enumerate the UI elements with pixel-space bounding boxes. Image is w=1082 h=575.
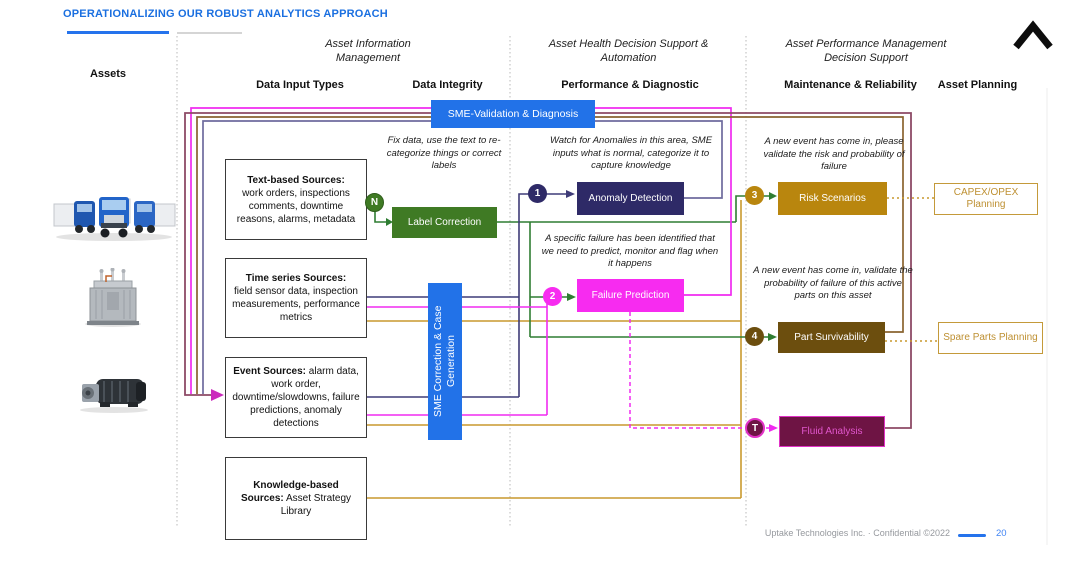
anomaly-detection-box: Anomaly Detection: [577, 182, 684, 215]
header-asset-planning: Asset Planning: [937, 79, 1018, 91]
risk-scenarios-box: Risk Scenarios: [778, 182, 887, 215]
title-underline-accent: [67, 31, 169, 34]
header-data-input-types: Data Input Types: [256, 79, 344, 91]
marker-2-circle: 2: [543, 287, 562, 306]
event-sources-box: Event Sources: alarm data, work order, d…: [225, 357, 367, 438]
note-fix-data: Fix data, use the text to re-categorize …: [386, 135, 502, 172]
header-data-integrity: Data Integrity: [412, 79, 483, 91]
page-number: 20: [996, 528, 1007, 539]
header-asset-performance-management: Asset Performance Management Decision Su…: [785, 38, 947, 64]
source-title: Time series Sources:: [245, 273, 347, 284]
marker-4-circle: 4: [745, 327, 764, 346]
part-survivability-box: Part Survivability: [778, 322, 885, 353]
marker-1-circle: 1: [528, 184, 547, 203]
navy-line-to-anomaly: [518, 193, 567, 397]
industrial-motor-image: [76, 372, 152, 419]
fleet-trucks-image: [52, 190, 177, 247]
sme-correction-case-generation-box: SME Correction & Case Generation: [428, 283, 462, 440]
loop-line-brown: [196, 116, 904, 394]
footer-confidential-text: Uptake Technologies Inc. · Confidential …: [764, 528, 950, 538]
header-performance-diagnostic: Performance & Diagnostic: [561, 79, 699, 91]
arrowhead-fluid: [769, 424, 778, 432]
sme-correction-label: SME Correction & Case Generation: [431, 305, 457, 418]
header-maintenance-reliability: Maintenance & Reliability: [784, 79, 917, 91]
loop-line-magenta: [190, 107, 732, 394]
arrowhead-anomaly: [566, 190, 575, 198]
sme-validation-diagnosis-box: SME-Validation & Diagnosis: [431, 100, 595, 128]
arrowhead-part: [768, 333, 777, 341]
arrowhead-label-correction: [386, 218, 393, 226]
page-title: OPERATIONALIZING OUR ROBUST ANALYTICS AP…: [63, 8, 388, 20]
source-title: Text-based Sources:: [247, 174, 345, 186]
failure-prediction-box: Failure Prediction: [577, 279, 684, 312]
note-new-event-part: A new event has come in, validate the pr…: [753, 265, 913, 302]
label-correction-box: Label Correction: [392, 207, 497, 238]
note-watch-anomalies: Watch for Anomalies in this area, SME in…: [549, 135, 713, 172]
marker-t-circle: T: [745, 418, 765, 438]
header-asset-information-management: Asset Information Management: [325, 38, 411, 64]
marker-n-circle: N: [365, 193, 384, 212]
text-based-sources-box: Text-based Sources:work orders, inspecti…: [225, 159, 367, 240]
dashed-line-fluid: [629, 312, 744, 429]
power-transformer-image: [82, 267, 144, 333]
source-body: field sensor data, inspection measuremen…: [232, 286, 360, 323]
capex-opex-planning-box: CAPEX/OPEX Planning: [934, 183, 1038, 215]
arrowhead-risk: [769, 192, 777, 200]
time-series-sources-box: Time series Sources: field sensor data, i…: [225, 258, 367, 338]
marker-3-circle: 3: [745, 186, 764, 205]
source-title: Event Sources:: [233, 366, 306, 377]
spare-parts-planning-box: Spare Parts Planning: [938, 322, 1043, 354]
header-assets: Assets: [89, 68, 127, 80]
loop-line-navy: [202, 120, 723, 394]
arrowhead-event-sources: [211, 389, 224, 401]
source-body: Asset Strategy Library: [280, 493, 352, 517]
note-new-event-risk: A new event has come in, please validate…: [763, 136, 905, 173]
chevron-up-icon: [1013, 20, 1053, 50]
source-body: alarm data, work order, downtime/slowdow…: [232, 366, 360, 429]
title-underline-gray: [177, 32, 242, 34]
source-title: Knowledge-based Sources:: [240, 480, 339, 504]
footer-accent-line: [958, 534, 986, 537]
arrowhead-failure: [567, 293, 576, 301]
fluid-analysis-box: Fluid Analysis: [779, 416, 885, 447]
note-specific-failure: A specific failure has been identified t…: [541, 233, 719, 270]
header-asset-health-decision-support: Asset Health Decision Support & Automati…: [548, 38, 709, 64]
source-body: work orders, inspections comments, downt…: [236, 187, 356, 225]
knowledge-based-sources-box: Knowledge-based Sources: Asset Strategy …: [225, 457, 367, 540]
